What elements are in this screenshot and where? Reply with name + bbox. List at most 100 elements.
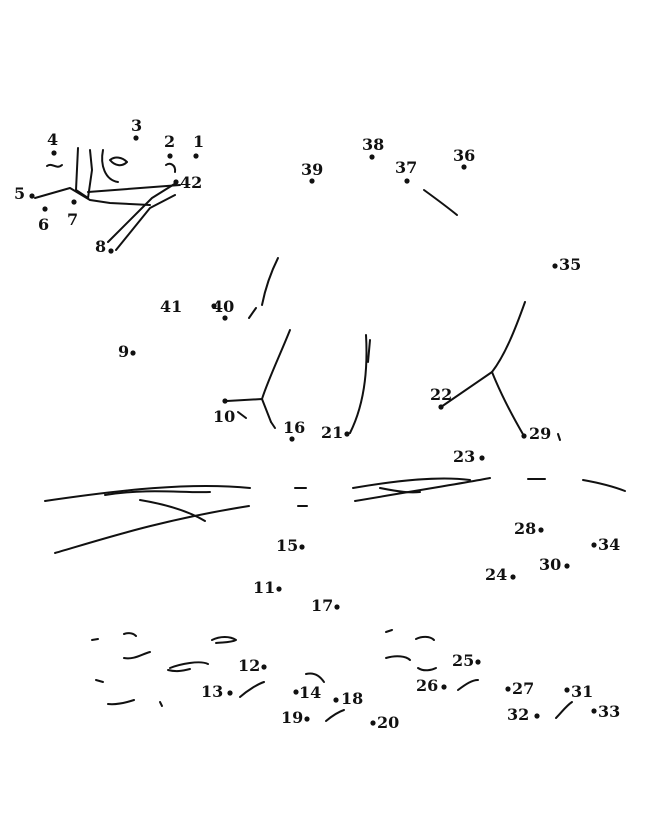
outline-stroke <box>167 668 191 673</box>
dot-13[interactable]: 13 <box>201 682 233 701</box>
dot-marker[interactable] <box>538 527 544 533</box>
dot-number-label: 29 <box>529 424 551 443</box>
dot-number-label: 36 <box>453 146 475 165</box>
dot-21[interactable]: 21 <box>321 423 350 442</box>
dot-marker[interactable] <box>333 697 339 703</box>
dot-31[interactable]: 31 <box>564 682 593 701</box>
dot-marker[interactable] <box>130 350 136 356</box>
outline-stroke <box>305 672 325 683</box>
dot-marker[interactable] <box>42 206 48 212</box>
dot-6[interactable]: 6 <box>38 206 49 234</box>
dot-marker[interactable] <box>505 686 511 692</box>
dot-16[interactable]: 16 <box>283 418 305 442</box>
dot-marker[interactable] <box>29 193 35 199</box>
dot-37[interactable]: 37 <box>395 158 417 184</box>
dot-marker[interactable] <box>193 153 199 159</box>
dot-4[interactable]: 4 <box>47 130 58 156</box>
dot-marker[interactable] <box>71 199 77 205</box>
dot-22[interactable]: 22 <box>430 385 452 410</box>
dot-23[interactable]: 23 <box>453 447 485 466</box>
dot-marker[interactable] <box>441 684 447 690</box>
dot-28[interactable]: 28 <box>514 519 544 538</box>
dot-number-label: 12 <box>238 656 260 675</box>
dot-39[interactable]: 39 <box>301 160 323 184</box>
dot-marker[interactable] <box>276 586 282 592</box>
dot-5[interactable]: 5 <box>14 184 35 203</box>
dot-marker[interactable] <box>591 542 597 548</box>
dot-38[interactable]: 38 <box>362 135 384 160</box>
dot-marker[interactable] <box>438 404 444 410</box>
outline-stroke <box>491 371 525 437</box>
dot-marker[interactable] <box>133 135 139 141</box>
dot-marker[interactable] <box>534 713 540 719</box>
outline-stroke <box>582 479 626 492</box>
dot-marker[interactable] <box>344 431 350 437</box>
dot-marker[interactable] <box>510 574 516 580</box>
dot-8[interactable]: 8 <box>95 237 114 256</box>
dot-9[interactable]: 9 <box>118 342 136 361</box>
dot-33[interactable]: 33 <box>591 702 620 721</box>
dot-number-label: 34 <box>598 535 620 554</box>
dot-number-label: 5 <box>14 184 25 203</box>
dot-marker[interactable] <box>591 708 597 714</box>
dot-25[interactable]: 25 <box>452 651 481 670</box>
dot-marker[interactable] <box>304 716 310 722</box>
dot-14[interactable]: 14 <box>293 683 321 702</box>
dot-18[interactable]: 18 <box>333 689 363 708</box>
dot-number-label: 31 <box>571 682 593 701</box>
dot-42[interactable]: 42 <box>173 173 202 192</box>
dot-marker[interactable] <box>564 687 570 693</box>
dot-marker[interactable] <box>461 164 467 170</box>
dot-10[interactable]: 10 <box>213 398 235 426</box>
dot-marker[interactable] <box>227 690 233 696</box>
dot-marker[interactable] <box>222 315 228 321</box>
dot-marker[interactable] <box>369 154 375 160</box>
dot-12[interactable]: 12 <box>238 656 267 675</box>
dot-marker[interactable] <box>293 689 299 695</box>
dot-29[interactable]: 29 <box>521 424 551 443</box>
dot-marker[interactable] <box>564 563 570 569</box>
dot-marker[interactable] <box>479 455 485 461</box>
dot-marker[interactable] <box>334 604 340 610</box>
dot-15[interactable]: 15 <box>276 536 305 555</box>
dot-11[interactable]: 11 <box>253 578 282 597</box>
dot-marker[interactable] <box>51 150 57 156</box>
dot-number-label: 25 <box>452 651 474 670</box>
dot-27[interactable]: 27 <box>505 679 534 698</box>
dot-marker[interactable] <box>261 664 267 670</box>
dot-marker[interactable] <box>289 436 295 442</box>
dot-7[interactable]: 7 <box>67 199 78 229</box>
dot-marker[interactable] <box>521 433 527 439</box>
dot-number-label: 2 <box>164 132 175 151</box>
dot-marker[interactable] <box>167 153 173 159</box>
dot-17[interactable]: 17 <box>311 596 340 615</box>
dot-35[interactable]: 35 <box>552 255 581 274</box>
dot-34[interactable]: 34 <box>591 535 620 554</box>
dot-marker[interactable] <box>173 179 179 185</box>
dot-marker[interactable] <box>222 398 228 404</box>
dot-26[interactable]: 26 <box>416 676 447 695</box>
dot-41[interactable]: 41 <box>160 297 217 316</box>
dot-3[interactable]: 3 <box>131 116 142 141</box>
outline-stroke <box>354 477 491 502</box>
dot-24[interactable]: 24 <box>485 565 516 584</box>
dot-marker[interactable] <box>309 178 315 184</box>
dot-marker[interactable] <box>299 544 305 550</box>
dot-marker[interactable] <box>552 263 558 269</box>
dot-36[interactable]: 36 <box>453 146 475 170</box>
dot-1[interactable]: 1 <box>193 132 204 159</box>
dot-marker[interactable] <box>404 178 410 184</box>
dot-2[interactable]: 2 <box>164 132 175 159</box>
dot-marker[interactable] <box>370 720 376 726</box>
dot-30[interactable]: 30 <box>539 555 570 574</box>
dot-20[interactable]: 20 <box>370 713 399 732</box>
outline-stroke <box>379 487 421 494</box>
dot-marker[interactable] <box>475 659 481 665</box>
dot-32[interactable]: 32 <box>507 705 540 724</box>
dot-marker[interactable] <box>211 303 217 309</box>
dot-marker[interactable] <box>108 248 114 254</box>
dot-40[interactable]: 40 <box>212 297 234 321</box>
dot-number-label: 19 <box>281 708 303 727</box>
dot-19[interactable]: 19 <box>281 708 310 727</box>
